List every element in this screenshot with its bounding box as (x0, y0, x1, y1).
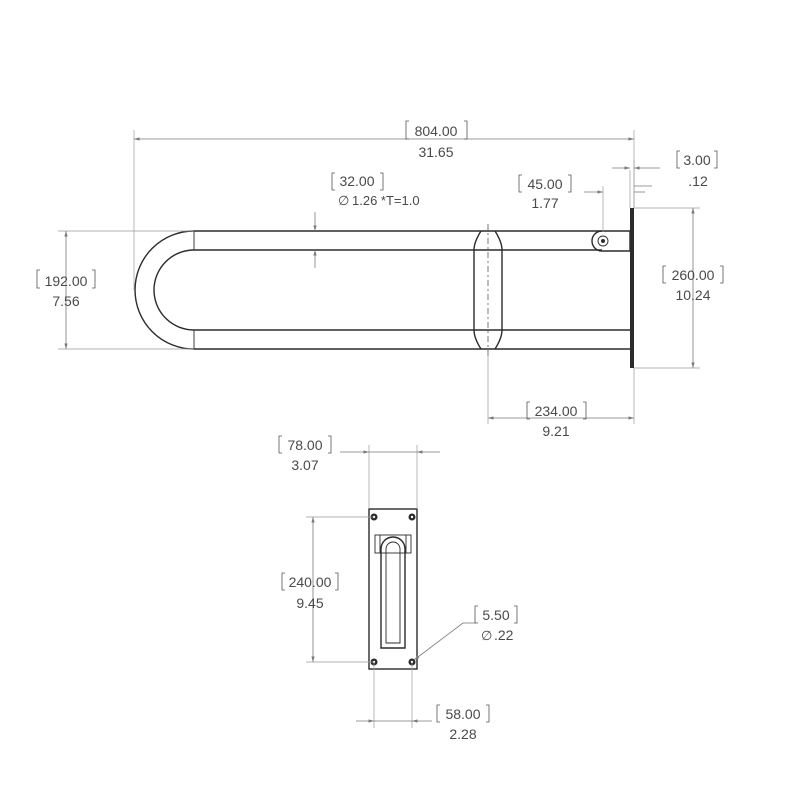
rail-height-metric: 192.00 (45, 273, 88, 289)
wall-plate-outline (368, 508, 418, 670)
dim-grip-distance: 234.00 9.21 (487, 356, 635, 439)
plate-thickness-metric: 3.00 (683, 152, 710, 168)
diameter-symbol-icon: ∅ (481, 628, 492, 643)
dim-hole-spacing-horizontal: 58.00 2.28 (356, 662, 490, 742)
rail-height-imperial: 7.56 (52, 293, 79, 309)
plate-width-imperial: 3.07 (291, 457, 318, 473)
dim-plate-height: 260.00 10.24 (634, 207, 724, 369)
rail-inner-profile (153, 249, 632, 331)
hole-spacing-vertical-metric: 240.00 (289, 574, 332, 590)
diameter-symbol-icon: ∅ (338, 193, 349, 208)
hole-spacing-horizontal-imperial: 2.28 (449, 726, 476, 742)
tube-diameter-imperial: 1.26 *T=1.0 (352, 193, 420, 208)
wall-plate-edge (630, 208, 634, 368)
pivot-offset-metric: 45.00 (527, 176, 562, 192)
dim-hole-spacing-vertical: 240.00 9.45 (281, 516, 374, 663)
hole-spacing-vertical-imperial: 9.45 (296, 595, 323, 611)
grip-distance-metric: 234.00 (535, 403, 578, 419)
dim-pivot-offset: 45.00 1.77 (518, 174, 645, 232)
plate-width-metric: 78.00 (287, 437, 322, 453)
grip-sleeve (473, 230, 503, 350)
overall-length-metric: 804.00 (415, 123, 458, 139)
hole-spacing-horizontal-metric: 58.00 (445, 706, 480, 722)
dim-hole-diameter: 5.50 ∅ .22 (413, 605, 518, 661)
tube-diameter-metric: 32.00 (339, 173, 374, 189)
front-view-wall-plate (368, 508, 418, 670)
mounting-hole-icon (408, 513, 416, 521)
hole-diameter-metric: 5.50 (482, 607, 509, 623)
grip-distance-imperial: 9.21 (542, 423, 569, 439)
plate-thickness-imperial: .12 (688, 173, 708, 189)
pivot-hinge (591, 230, 631, 252)
pivot-pin-icon (597, 235, 609, 247)
dim-plate-width: 78.00 3.07 (278, 435, 440, 509)
rail-outer-profile (134, 230, 632, 350)
plate-height-imperial: 10.24 (675, 287, 710, 303)
side-view-grab-bar (134, 208, 634, 368)
dim-rail-height: 192.00 7.56 (36, 230, 194, 350)
hole-diameter-imperial: .22 (494, 627, 514, 643)
overall-length-imperial: 31.65 (418, 144, 453, 160)
dim-tube-diameter: 32.00 ∅ 1.26 *T=1.0 (313, 172, 420, 268)
folded-bar-outline (380, 536, 406, 649)
plate-height-metric: 260.00 (672, 267, 715, 283)
dim-plate-thickness: 3.00 .12 (612, 150, 718, 208)
pivot-offset-imperial: 1.77 (531, 195, 558, 211)
